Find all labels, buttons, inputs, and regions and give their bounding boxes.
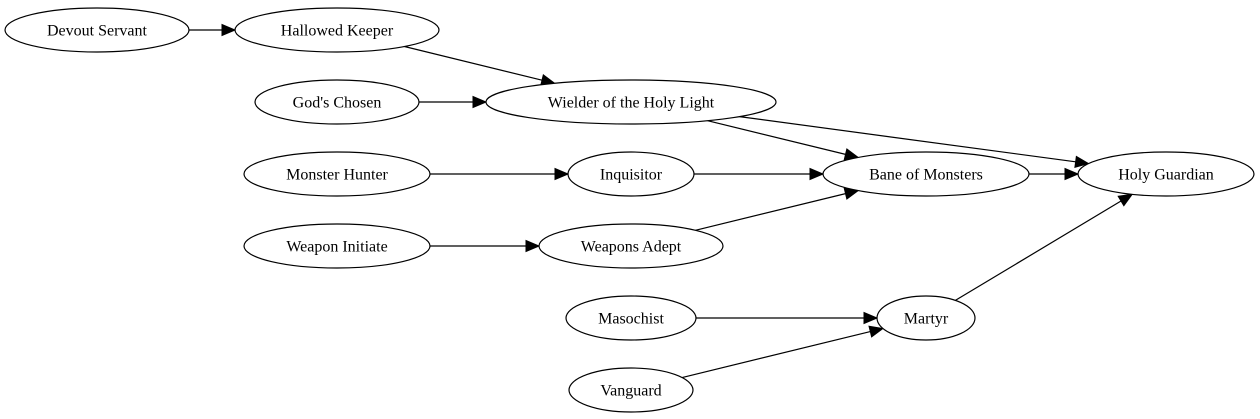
node-label: Weapons Adept [581, 239, 682, 256]
node-ellipse [234, 7, 440, 53]
node-ellipse [1077, 151, 1255, 197]
edge-line [681, 331, 871, 379]
arrowhead-icon [525, 239, 541, 253]
node-martyr: Martyr [876, 295, 976, 341]
node-ellipse [4, 7, 190, 53]
edge-weapons-adept-to-bane [695, 187, 860, 231]
node-weapons-adept: Weapons Adept [538, 223, 724, 269]
edge-line [739, 116, 1076, 163]
node-label: Holy Guardian [1118, 167, 1214, 184]
edge-bane-to-holy-guardian [1029, 167, 1080, 181]
arrowhead-icon [1074, 155, 1090, 168]
arrowhead-icon [809, 167, 825, 181]
node-monster-hunter: Monster Hunter [243, 151, 431, 197]
edge-line [695, 193, 846, 231]
node-label: Devout Servant [47, 23, 148, 40]
arrowhead-icon [868, 325, 885, 338]
arrowhead-icon [554, 167, 570, 181]
edge-line [404, 45, 543, 81]
node-ellipse [565, 295, 697, 341]
node-label: Wielder of the Holy Light [548, 95, 715, 112]
node-label: Inquisitor [600, 167, 663, 184]
edge-weapon-initiate-to-weapons-adept [430, 239, 541, 253]
edges-layer [189, 23, 1134, 379]
node-inquisitor: Inquisitor [567, 151, 695, 197]
arrowhead-icon [221, 23, 237, 37]
node-label: Weapon Initiate [286, 239, 387, 256]
edge-vanguard-to-martyr [681, 325, 885, 379]
node-hallowed-keeper: Hallowed Keeper [234, 7, 440, 53]
node-ellipse [243, 223, 431, 269]
node-masochist: Masochist [565, 295, 697, 341]
node-label: Martyr [904, 311, 949, 328]
node-ellipse [485, 79, 777, 125]
node-label: Masochist [598, 311, 664, 328]
node-ellipse [538, 223, 724, 269]
edge-wielder-to-bane [707, 120, 860, 161]
node-ellipse [254, 79, 420, 125]
edge-line [707, 120, 846, 155]
node-devout-servant: Devout Servant [4, 7, 190, 53]
arrowhead-icon [472, 95, 488, 109]
arrowhead-icon [1117, 193, 1134, 207]
node-wielder: Wielder of the Holy Light [485, 79, 777, 125]
node-ellipse [876, 295, 976, 341]
edge-masochist-to-martyr [696, 311, 879, 325]
arrowhead-icon [863, 311, 879, 325]
node-ellipse [243, 151, 431, 197]
node-holy-guardian: Holy Guardian [1077, 151, 1255, 197]
node-label: Vanguard [600, 383, 661, 400]
edge-martyr-to-holy-guardian [955, 193, 1134, 301]
node-gods-chosen: God's Chosen [254, 79, 420, 125]
edge-wielder-to-holy-guardian [739, 116, 1090, 168]
edge-gods-chosen-to-wielder [419, 95, 488, 109]
edge-devout-servant-to-hallowed-keeper [189, 23, 237, 37]
node-weapon-initiate: Weapon Initiate [243, 223, 431, 269]
edge-inquisitor-to-bane [694, 167, 825, 181]
node-label: Monster Hunter [286, 167, 388, 184]
edge-hallowed-keeper-to-wielder [404, 45, 556, 87]
node-ellipse [822, 151, 1030, 197]
edge-line [955, 200, 1122, 301]
node-label: Hallowed Keeper [281, 23, 394, 40]
node-ellipse [567, 151, 695, 197]
node-label: Bane of Monsters [869, 167, 983, 184]
node-label: God's Chosen [293, 95, 382, 112]
edge-monster-hunter-to-inquisitor [430, 167, 570, 181]
node-vanguard: Vanguard [568, 367, 694, 413]
arrowhead-icon [1064, 167, 1080, 181]
node-bane: Bane of Monsters [822, 151, 1030, 197]
node-ellipse [568, 367, 694, 413]
